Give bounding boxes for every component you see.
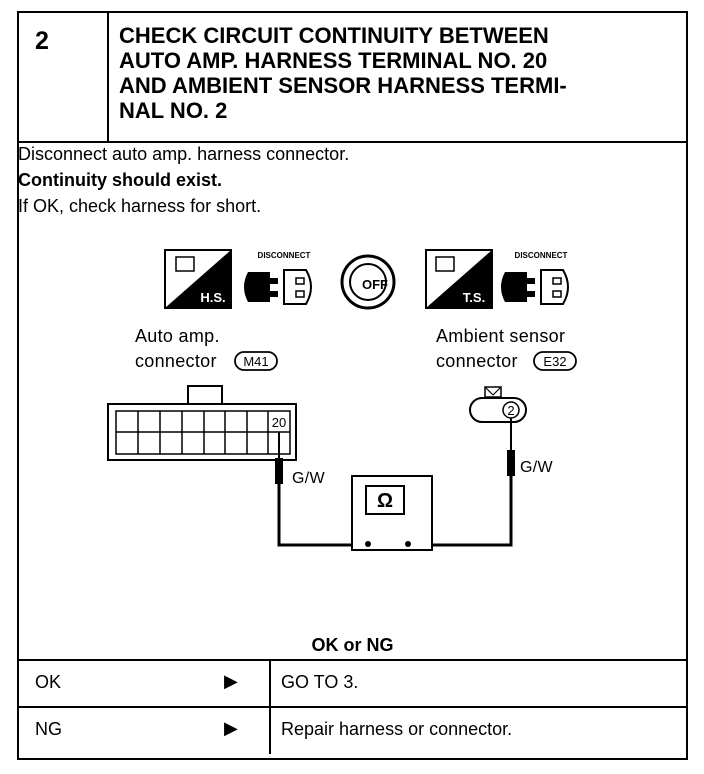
result-condition: OK — [35, 672, 62, 692]
instruction-continuity: Continuity should exist. — [18, 170, 223, 190]
step-title-line: NAL NO. 2 — [119, 98, 228, 123]
auto-amp-connector-label: connector — [135, 351, 217, 371]
disconnect-icon: DISCONNECT — [501, 251, 569, 305]
step-title-line: CHECK CIRCUIT CONTINUITY BETWEEN — [119, 23, 549, 48]
ignition-off-label: OFF — [362, 277, 388, 292]
row-divider — [269, 708, 271, 754]
connector-id-e32: E32 — [533, 351, 577, 371]
procedure-header: 2 CHECK CIRCUIT CONTINUITY BETWEEN AUTO … — [19, 13, 686, 143]
arrow-right-icon: ▶ — [224, 671, 238, 691]
instruction-disconnect: Disconnect auto amp. harness connector. — [18, 144, 350, 164]
step-number: 2 — [35, 27, 49, 55]
result-action: GO TO 3. — [281, 672, 359, 692]
result-area: OK or NG OK ▶ GO TO 3. NG ▶ Repair harne… — [19, 13, 686, 758]
header-divider — [107, 13, 109, 141]
step-title-line: AND AMBIENT SENSOR HARNESS TERMI- — [119, 73, 567, 98]
terminal-side-icon: T.S. — [425, 249, 493, 309]
ohm-symbol: Ω — [377, 490, 393, 512]
terminal-20-label: 20 — [272, 415, 286, 430]
step-title-line: AUTO AMP. HARNESS TERMINAL NO. 20 — [119, 48, 548, 73]
disconnect-label: DISCONNECT — [515, 251, 568, 260]
ambient-sensor-connector: 2 — [469, 386, 527, 423]
terminal-2-label: 2 — [507, 403, 514, 418]
result-row-ng: NG ▶ Repair harness or connector. — [19, 706, 686, 754]
hs-badge-text: H.S. — [200, 290, 225, 305]
ignition-off-icon: OFF — [340, 254, 396, 310]
auto-amp-connector: 20 — [107, 385, 297, 461]
probe-wires — [275, 418, 515, 547]
ohmmeter: Ω — [351, 475, 433, 551]
arrow-right-icon: ▶ — [224, 718, 238, 738]
harness-side-icon: H.S. — [164, 249, 232, 309]
connector-id-e32-text: E32 — [543, 354, 566, 369]
result-question: OK or NG — [311, 635, 394, 655]
row-divider — [269, 661, 271, 707]
ambient-sensor-label: Ambient sensor — [436, 326, 566, 346]
step-title: CHECK CIRCUIT CONTINUITY BETWEEN AUTO AM… — [119, 23, 679, 123]
connector-id-m41: M41 — [234, 351, 278, 371]
ts-badge-text: T.S. — [463, 290, 485, 305]
connector-id-m41-text: M41 — [243, 354, 268, 369]
disconnect-label: DISCONNECT — [258, 251, 311, 260]
instruction-if-ok: If OK, check harness for short. — [18, 196, 262, 216]
result-condition: NG — [35, 719, 62, 739]
wire-color-left: G/W — [292, 470, 325, 487]
disconnect-icon: DISCONNECT — [244, 251, 312, 305]
result-action: Repair harness or connector. — [281, 719, 513, 739]
auto-amp-label: Auto amp. — [135, 326, 220, 346]
instructions: Disconnect auto amp. harness connector. … — [18, 141, 349, 219]
result-row-ok: OK ▶ GO TO 3. — [19, 659, 686, 707]
ambient-connector-label: connector — [436, 351, 518, 371]
wire-color-right: G/W — [520, 459, 553, 476]
procedure-table: 2 CHECK CIRCUIT CONTINUITY BETWEEN AUTO … — [17, 11, 688, 760]
